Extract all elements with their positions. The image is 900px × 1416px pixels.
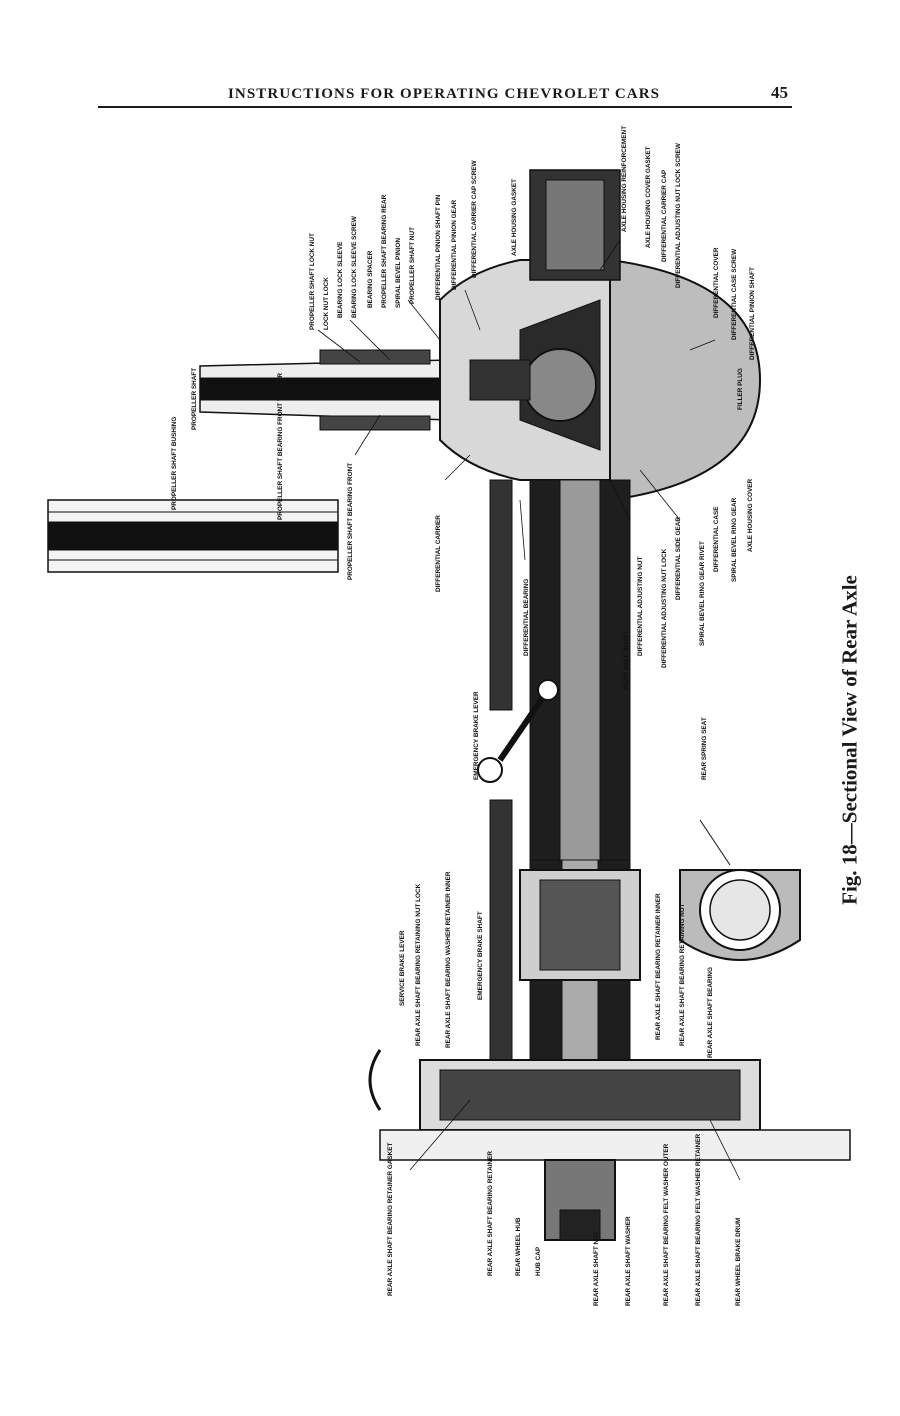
- label-propeller-shaft-bearing-rear: PROPELLER SHAFT BEARING REAR: [381, 194, 388, 308]
- label-rear-axle-shaft: REAR AXLE SHAFT: [623, 630, 630, 690]
- label-rear-axle-shaft-bearing-retaining-nut: REAR AXLE SHAFT BEARING RETAINING NUT: [679, 904, 686, 1046]
- label-differential-carrier: DIFFERENTIAL CARRIER: [435, 515, 442, 592]
- header-rule: [98, 106, 792, 108]
- label-bearing-spacer: BEARING SPACER: [367, 250, 374, 308]
- label-differential-adjusting-nut-lock-screw: DIFFERENTIAL ADJUSTING NUT LOCK SCREW: [675, 142, 682, 288]
- label-axle-housing-gasket: AXLE HOUSING GASKET: [511, 179, 518, 256]
- label-rear-axle-shaft-bearing-felt-washer-outer: REAR AXLE SHAFT BEARING FELT WASHER OUTE…: [663, 1143, 670, 1306]
- label-emergency-brake-lever: EMERGENCY BRAKE LEVER: [473, 691, 480, 780]
- label-spiral-bevel-ring-gear-rivet: SPIRAL BEVEL RING GEAR RIVET: [699, 541, 706, 646]
- label-differential-adjusting-nut: DIFFERENTIAL ADJUSTING NUT: [637, 556, 644, 656]
- label-rear-wheel-brake-drum: REAR WHEEL BRAKE DRUM: [735, 1218, 742, 1306]
- label-differential-carrier-cap: DIFFERENTIAL CARRIER CAP: [661, 169, 668, 262]
- label-propeller-shaft-nut: PROPELLER SHAFT NUT: [409, 227, 416, 304]
- label-rear-axle-shaft-bearing-felt-washer-retainer: REAR AXLE SHAFT BEARING FELT WASHER RETA…: [695, 1134, 702, 1306]
- callout-labels: PROPELLER SHAFT BUSHING PROPELLER SHAFT …: [171, 126, 756, 1306]
- label-propeller-shaft-bushing: PROPELLER SHAFT BUSHING: [171, 417, 178, 510]
- label-propeller-shaft-bearing-front-washer: PROPELLER SHAFT BEARING FRONT WASHER: [277, 373, 284, 520]
- label-spiral-bevel-ring-gear: SPIRAL BEVEL RING GEAR: [731, 497, 738, 582]
- label-axle-housing-cover: AXLE HOUSING COVER: [747, 478, 754, 552]
- label-rear-axle-shaft-washer: REAR AXLE SHAFT WASHER: [625, 1216, 632, 1306]
- label-rear-spring-seat: REAR SPRING SEAT: [701, 717, 708, 780]
- label-propeller-shaft-bearing-front: PROPELLER SHAFT BEARING FRONT: [347, 463, 354, 580]
- label-differential-pinion-shaft: DIFFERENTIAL PINION SHAFT: [749, 267, 756, 360]
- label-rear-axle-shaft-bearing-washer-retainer-inner: REAR AXLE SHAFT BEARING WASHER RETAINER …: [445, 871, 452, 1048]
- label-emergency-brake-shaft: EMERGENCY BRAKE SHAFT: [477, 911, 484, 1000]
- label-propeller-shaft-lock-nut: PROPELLER SHAFT LOCK NUT: [309, 233, 316, 330]
- label-rear-axle-shaft-bearing-retainer-gasket: REAR AXLE SHAFT BEARING RETAINER GASKET: [387, 1143, 394, 1296]
- label-differential-bearing: DIFFERENTIAL BEARING: [523, 579, 530, 656]
- label-spiral-bevel-pinion: SPIRAL BEVEL PINION: [395, 238, 402, 308]
- label-axle-housing-reinforcement: AXLE HOUSING REINFORCEMENT: [621, 126, 628, 232]
- label-rear-axle-shaft-bearing-retaining-nut-lock: REAR AXLE SHAFT BEARING RETAINING NUT LO…: [415, 883, 422, 1046]
- drawing-artwork: [47, 169, 851, 1241]
- label-rear-axle-shaft-nut: REAR AXLE SHAFT NUT: [593, 1231, 600, 1306]
- label-differential-case: DIFFERENTIAL CASE: [713, 506, 720, 572]
- label-lock-nut-lock: LOCK NUT LOCK: [323, 277, 330, 330]
- page-number: 45: [771, 83, 788, 102]
- label-service-brake-lever: SERVICE BRAKE LEVER: [399, 930, 406, 1006]
- label-hub-cap: HUB CAP: [535, 1246, 542, 1276]
- label-differential-case-screw: DIFFERENTIAL CASE SCREW: [731, 248, 738, 340]
- label-differential-pinion-gear: DIFFERENTIAL PINION GEAR: [451, 200, 458, 290]
- label-differential-cover: DIFFERENTIAL COVER: [713, 247, 720, 318]
- label-bearing-lock-sleeve-screw: BEARING LOCK SLEEVE SCREW: [351, 215, 358, 318]
- label-differential-side-gear: DIFFERENTIAL SIDE GEAR: [675, 517, 682, 600]
- label-rear-wheel-hub: REAR WHEEL HUB: [515, 1217, 522, 1276]
- label-differential-carrier-cap-screw: DIFFERENTIAL CARRIER CAP SCREW: [471, 159, 478, 278]
- figure-caption: Fig. 18—Sectional View of Rear Axle: [837, 575, 862, 905]
- label-propeller-shaft: PROPELLER SHAFT: [191, 368, 198, 430]
- running-title: INSTRUCTIONS FOR OPERATING CHEVROLET CAR…: [228, 86, 661, 102]
- label-bearing-lock-sleeve: BEARING LOCK SLEEVE: [337, 241, 344, 318]
- label-differential-adjusting-nut-lock: DIFFERENTIAL ADJUSTING NUT LOCK: [661, 548, 668, 668]
- label-rear-axle-shaft-bearing-retainer: REAR AXLE SHAFT BEARING RETAINER: [487, 1151, 494, 1276]
- label-filler-plug: FILLER PLUG: [737, 368, 744, 410]
- label-rear-axle-shaft-bearing-retainer-inner: REAR AXLE SHAFT BEARING RETAINER INNER: [655, 893, 662, 1040]
- label-axle-housing-cover-gasket: AXLE HOUSING COVER GASKET: [645, 146, 652, 248]
- label-differential-pinion-shaft-pin: DIFFERENTIAL PINION SHAFT PIN: [435, 194, 442, 300]
- label-rear-axle-shaft-bearing: REAR AXLE SHAFT BEARING: [707, 967, 714, 1058]
